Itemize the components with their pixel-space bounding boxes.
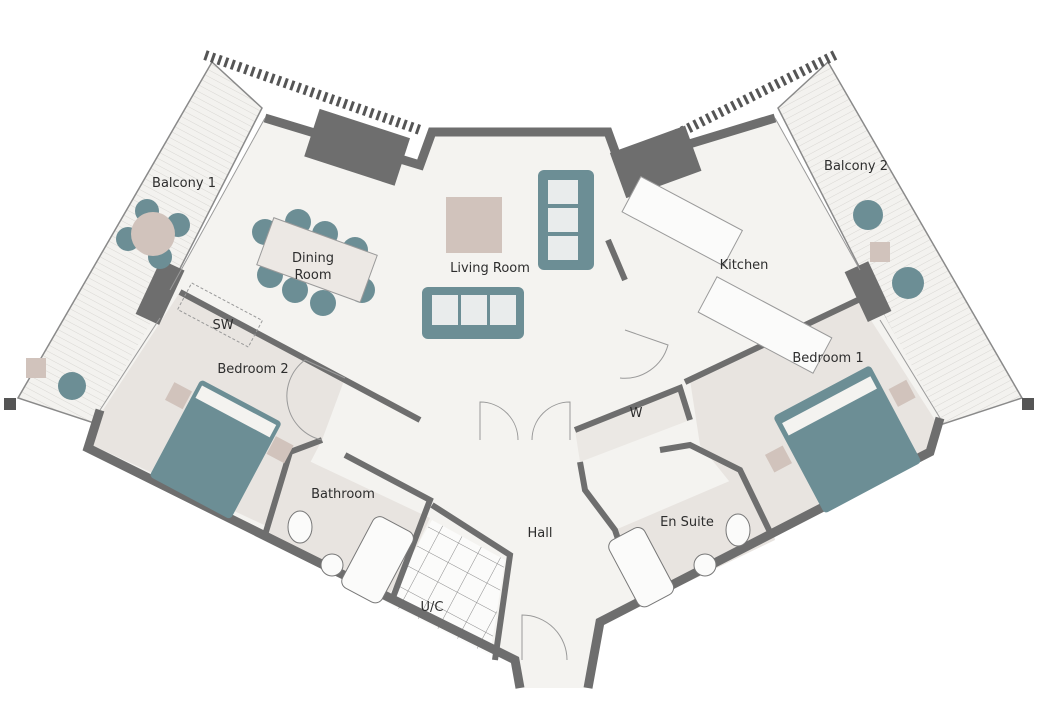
bedroom-2-door[interactable] xyxy=(286,359,346,441)
entrance-door[interactable] xyxy=(521,614,568,661)
label-bedroom-2: Bedroom 2 xyxy=(217,362,288,377)
column xyxy=(609,125,702,199)
coffee-table xyxy=(446,197,502,253)
label-living-room: Living Room xyxy=(450,261,530,276)
en-suite-sink xyxy=(693,553,717,577)
sink xyxy=(320,553,344,577)
label-hall: Hall xyxy=(528,526,553,541)
label-bathroom: Bathroom xyxy=(311,487,375,502)
column xyxy=(844,261,892,323)
uc-wall xyxy=(430,502,514,661)
bed-bedroom-1 xyxy=(764,366,921,513)
label-bedroom-1: Bedroom 1 xyxy=(792,351,863,366)
sofa-cushion xyxy=(548,236,578,260)
window-left xyxy=(169,117,266,291)
utility-cupboard-area xyxy=(385,520,505,655)
sw-storage xyxy=(176,282,264,348)
bed-bedroom-2 xyxy=(150,380,294,519)
balcony-1-table-set xyxy=(26,199,190,400)
kitchen-counter-2 xyxy=(697,276,833,374)
label-kitchen: Kitchen xyxy=(720,258,769,273)
kitchen-counter xyxy=(621,175,744,267)
bathroom-wall-2 xyxy=(343,452,434,602)
en-suite-bathtub xyxy=(608,527,675,608)
label-wardrobe: W xyxy=(630,406,643,421)
label-utility-cupboard: U/C xyxy=(421,600,444,615)
kitchen-door[interactable] xyxy=(619,329,669,379)
sofa-cushion xyxy=(548,208,578,232)
window-left-2 xyxy=(99,317,161,411)
window-right xyxy=(774,117,861,271)
sofa-cushion xyxy=(461,295,487,325)
label-sw: SW xyxy=(212,318,233,333)
label-balcony-2: Balcony 2 xyxy=(824,159,888,174)
column xyxy=(135,259,185,325)
window-right-2 xyxy=(879,319,941,419)
label-en-suite: En Suite xyxy=(660,515,714,530)
hall-door-left[interactable] xyxy=(479,401,519,441)
wardrobe-wall xyxy=(573,384,693,433)
toilet xyxy=(287,510,313,544)
label-dining-room-1: Dining xyxy=(292,251,334,266)
wardrobe-area xyxy=(575,388,690,462)
outer-wall-bottom-left xyxy=(82,408,525,689)
label-dining-room-2: Room xyxy=(294,268,331,283)
balcony-2-furniture xyxy=(853,200,924,299)
post xyxy=(1022,398,1034,410)
kitchen-wall xyxy=(605,238,628,282)
bedroom-2-wall xyxy=(178,289,422,423)
balustrade-top-left xyxy=(203,50,422,135)
outer-wall-bottom xyxy=(583,416,945,689)
label-balcony-1: Balcony 1 xyxy=(152,176,216,191)
bathtub xyxy=(341,516,414,604)
sofa-cushion xyxy=(490,295,516,325)
en-suite-toilet xyxy=(725,513,751,547)
post xyxy=(4,398,16,410)
en-suite-wall-2 xyxy=(659,441,773,534)
sofa-cushion xyxy=(432,295,458,325)
column xyxy=(304,108,411,186)
sofa-cushion xyxy=(548,180,578,204)
dining-set xyxy=(252,209,378,316)
hall-door-right[interactable] xyxy=(531,401,571,441)
